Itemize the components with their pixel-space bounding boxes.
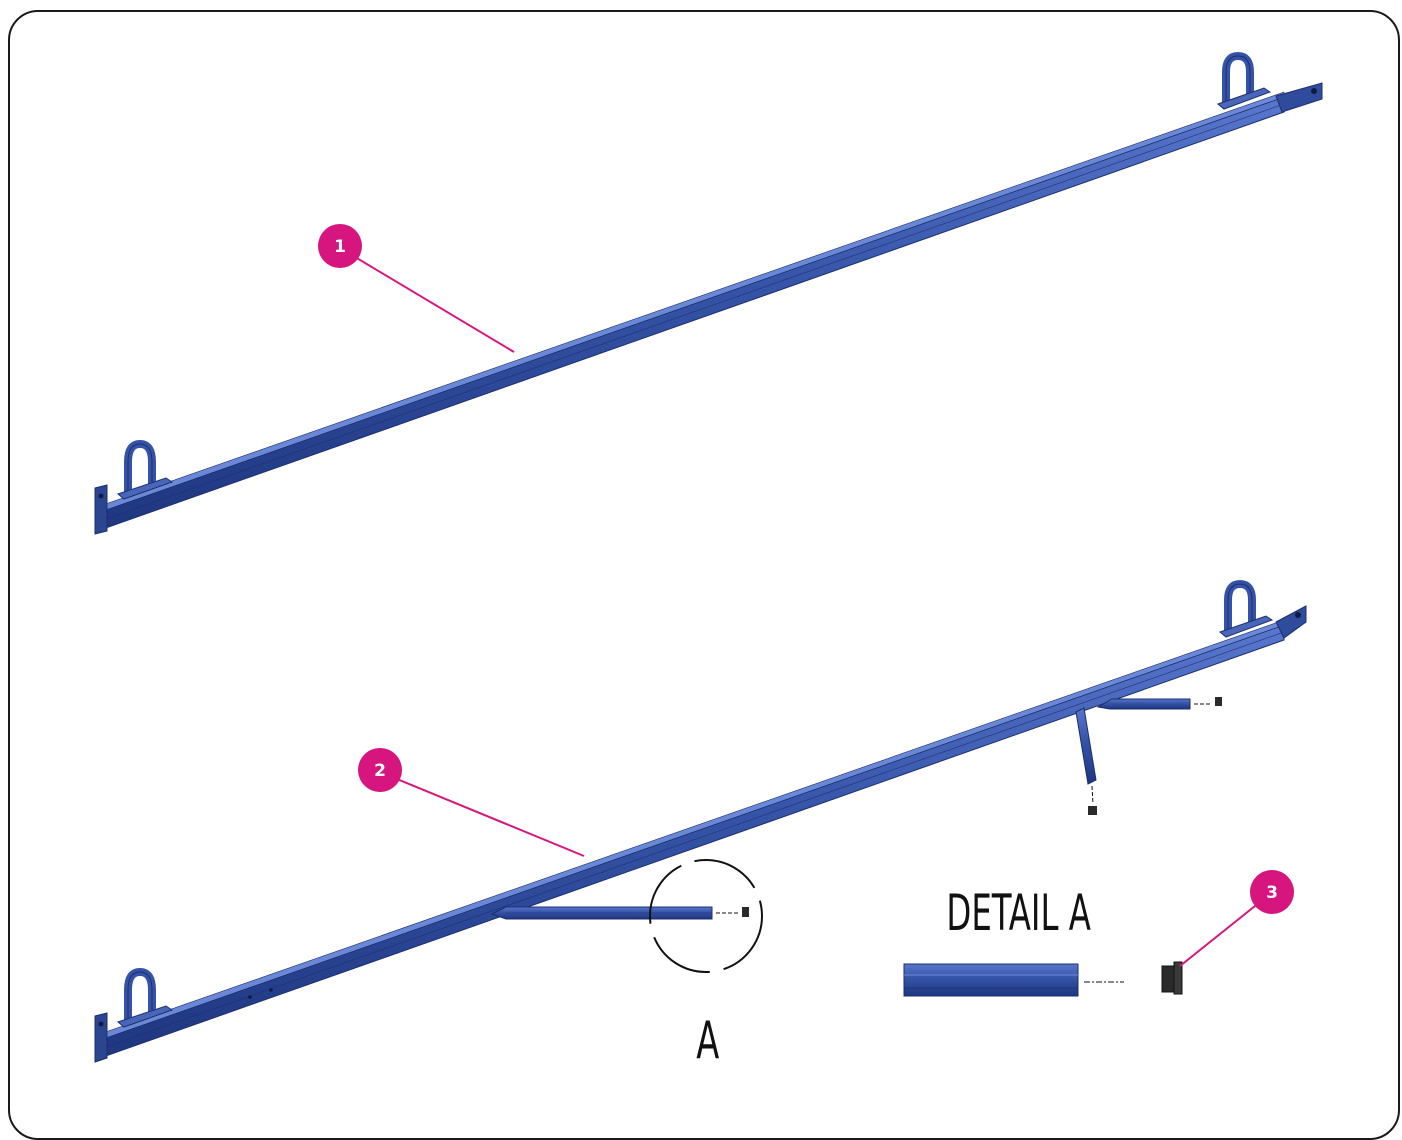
detail-a-circle bbox=[649, 859, 763, 973]
callout-1-label: 1 bbox=[334, 237, 346, 257]
detail-reference-letter: A bbox=[696, 1010, 719, 1071]
callout-3-label: 3 bbox=[1266, 883, 1278, 903]
end-cap-plug bbox=[1161, 961, 1183, 995]
crossbar-part-1 bbox=[94, 51, 1323, 535]
crossbar-part-2 bbox=[94, 579, 1307, 1063]
callout-2: 2 bbox=[358, 748, 585, 857]
detail-title: DETAIL A bbox=[946, 885, 1091, 942]
detail-a-view bbox=[903, 961, 1183, 997]
callout-2-label: 2 bbox=[374, 761, 386, 781]
callout-1: 1 bbox=[318, 224, 515, 353]
callout-3: 3 bbox=[1179, 870, 1294, 967]
